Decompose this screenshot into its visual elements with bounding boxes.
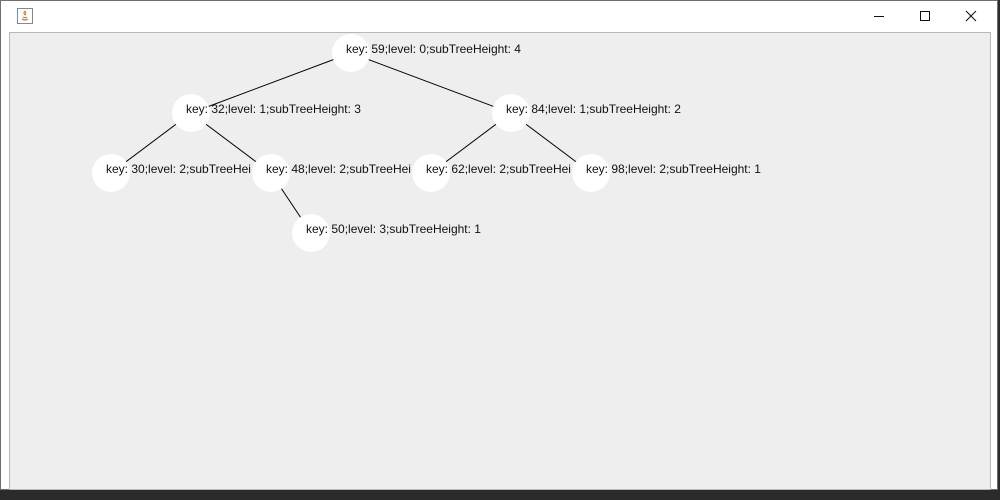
- title-bar[interactable]: [1, 1, 997, 31]
- tree-node-62: [412, 154, 450, 192]
- close-icon: [965, 10, 977, 22]
- maximize-icon: [920, 11, 930, 21]
- minimize-button[interactable]: [856, 1, 902, 31]
- node-label-84: key: 84;level: 1;subTreeHeight: 2: [506, 102, 681, 116]
- node-label-32: key: 32;level: 1;subTreeHeight: 3: [186, 102, 361, 116]
- tree-node-98: [572, 154, 610, 192]
- tree-node-30: [92, 154, 130, 192]
- tree-node-84: [492, 94, 530, 132]
- app-window: key: 59;level: 0;subTreeHeight: 4 key: 3…: [0, 0, 998, 490]
- tree-node-48: [252, 154, 290, 192]
- close-button[interactable]: [948, 1, 994, 31]
- edge-59-32: [190, 52, 352, 114]
- tree-node-59: [332, 34, 370, 72]
- node-label-59: key: 59;level: 0;subTreeHeight: 4: [346, 42, 521, 56]
- tree-node-50: [292, 214, 330, 252]
- node-label-48: key: 48;level: 2;subTreeHei: [266, 162, 411, 176]
- maximize-button[interactable]: [902, 1, 948, 31]
- tree-canvas: key: 59;level: 0;subTreeHeight: 4 key: 3…: [9, 32, 991, 490]
- node-label-62: key: 62;level: 2;subTreeHei: [426, 162, 571, 176]
- edge-59-84: [350, 52, 512, 114]
- tree-node-32: [172, 94, 210, 132]
- node-label-30: key: 30;level: 2;subTreeHei: [106, 162, 251, 176]
- node-label-98: key: 98;level: 2;subTreeHeight: 1: [586, 162, 761, 176]
- node-label-50: key: 50;level: 3;subTreeHeight: 1: [306, 222, 481, 236]
- background-ide-bottom: [0, 490, 1000, 500]
- java-app-icon[interactable]: [17, 8, 33, 24]
- minimize-icon: [874, 16, 884, 17]
